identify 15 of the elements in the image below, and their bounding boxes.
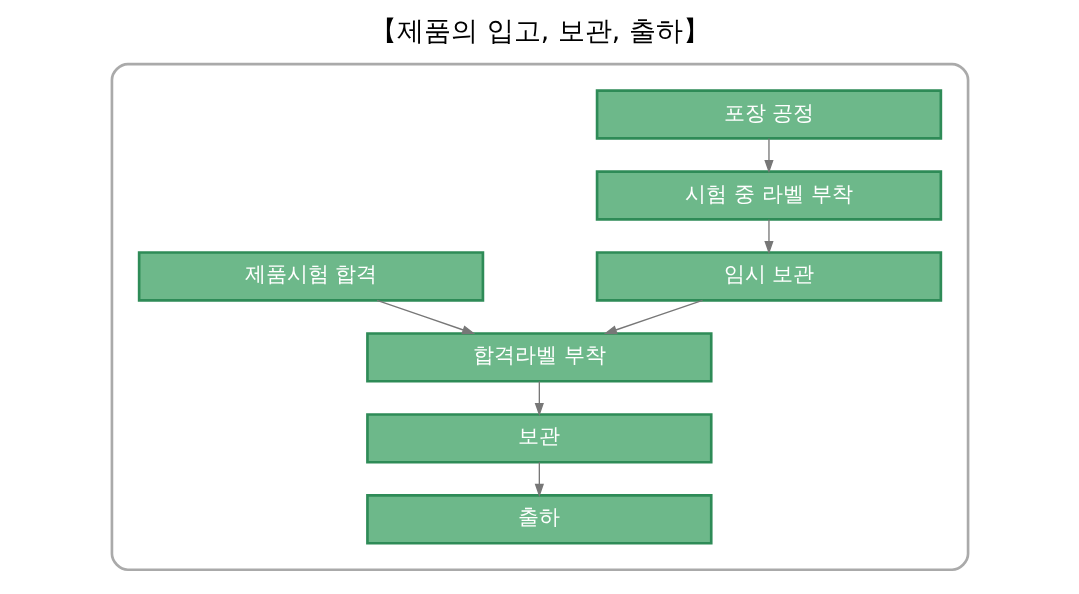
arrow xyxy=(375,299,475,335)
diagram-title: 【제품의 입고, 보관, 출하】 xyxy=(369,15,710,47)
arrow xyxy=(603,299,703,335)
arrow xyxy=(763,137,774,174)
cluster xyxy=(110,62,969,572)
arrow xyxy=(534,461,544,498)
node-box: 보관 xyxy=(365,413,713,464)
node-box: 제품시험 합격 xyxy=(137,251,484,302)
node-box: 출하 xyxy=(365,494,713,545)
arrow xyxy=(763,218,774,255)
node-box: 임시 보관 xyxy=(595,251,942,302)
node-box: 합격라벨 부착 xyxy=(365,332,713,383)
arrow xyxy=(534,380,544,417)
node-box: 포장 공정 xyxy=(595,89,942,140)
node-box: 시험 중 라벨 부착 xyxy=(595,170,942,221)
